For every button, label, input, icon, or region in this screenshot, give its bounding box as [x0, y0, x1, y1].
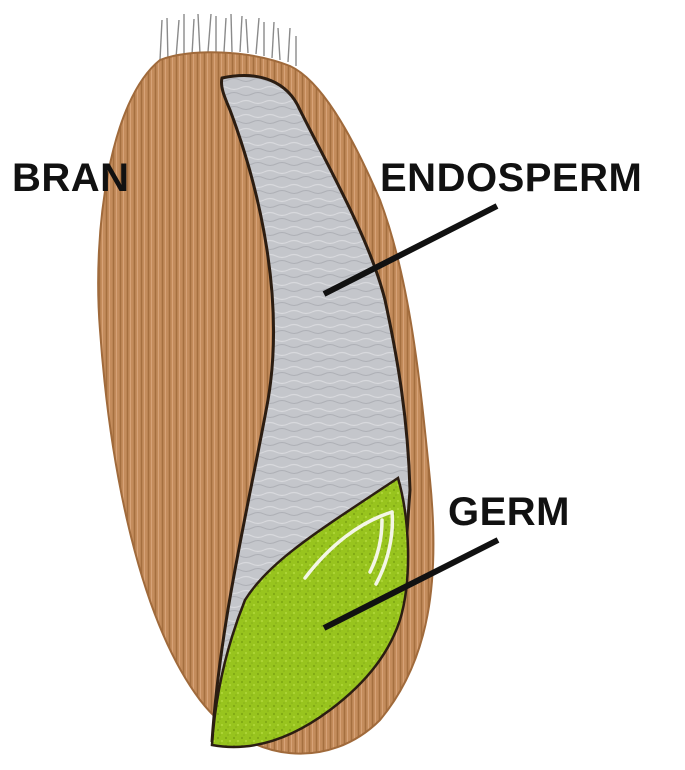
germ-label: GERM	[448, 492, 570, 532]
endosperm-label: ENDOSPERM	[380, 158, 642, 198]
bran-label: BRAN	[12, 158, 130, 198]
